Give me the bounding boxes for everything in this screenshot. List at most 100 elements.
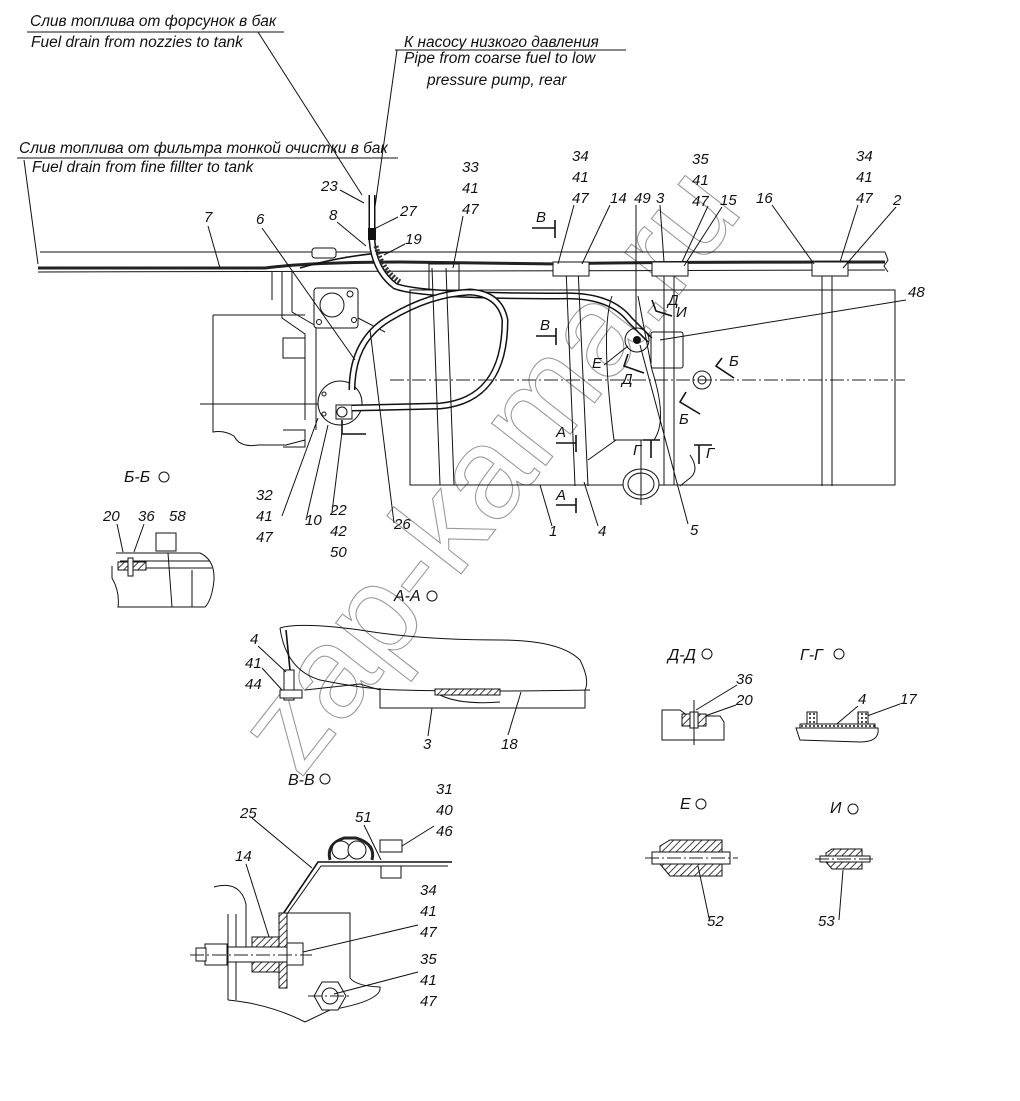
label-41: 41 [856,169,873,186]
label-5: 5 [690,522,699,539]
label-41: 41 [420,972,437,989]
label-48: 48 [908,284,925,301]
label-34: 34 [856,148,873,165]
part-labels-top: 23 8 27 19 7 6 33 41 47 34 41 47 14 49 3 [204,148,925,361]
label-20: 20 [102,508,120,525]
label-25: 25 [239,805,257,822]
label-47: 47 [256,529,273,546]
label-4: 4 [598,523,606,540]
tank-strap-3 [651,261,689,485]
label-36: 36 [736,671,753,688]
callout-drain-nozzles: Слив топлива от форсунок в бак Fuel drai… [27,13,363,196]
callout-pump: К насосу низкого давления Pipe from coar… [371,34,626,229]
section-i-title: И [830,800,842,817]
section-gg: Г-Г 4 17 [795,647,917,743]
label-23: 23 [320,178,338,195]
callout-drain-filter: Слив топлива от фильтра тонкой очистки в… [17,140,398,265]
label-27: 27 [399,203,417,220]
section-e-title: Е [680,796,691,813]
mark-b-right: Б [729,353,739,370]
label-41: 41 [420,903,437,920]
label-41: 41 [572,169,589,186]
label-16: 16 [756,190,773,207]
label-19: 19 [405,231,422,248]
mark-v-top: В [536,209,546,226]
callout-pump-ru: К насосу низкого давления [404,34,599,51]
mark-g-left: Г [633,442,643,459]
label-41: 41 [692,172,709,189]
mark-v-left: В [540,317,550,334]
label-33: 33 [462,159,479,176]
label-18: 18 [501,736,518,753]
callout-drain-filter-en: Fuel drain from fine fillter to tank [32,159,255,176]
mark-b-lower: Б [679,411,689,428]
label-47: 47 [856,190,873,207]
label-41: 41 [256,508,273,525]
label-35: 35 [420,951,437,968]
label-3: 3 [656,190,665,207]
label-47: 47 [572,190,589,207]
callout-drain-filter-ru: Слив топлива от фильтра тонкой очистки в… [19,140,388,157]
section-bb: Б-Б 20 36 58 [102,469,215,608]
label-20: 20 [735,692,753,709]
label-4: 4 [250,631,258,648]
label-17: 17 [900,691,917,708]
mark-a-bottom: А [555,487,566,504]
main-view: В В А А Д И Е Д Б Б Г Г 23 [37,148,925,561]
part-labels-bottom: 32 41 47 10 22 42 50 26 1 4 5 [256,329,699,561]
callout-drain-nozzles-en: Fuel drain from nozzies to tank [31,34,244,51]
section-aa: А-А 4 41 44 3 18 [245,588,591,753]
callout-pump-en-2: pressure pump, rear [426,72,567,89]
section-dd: Д-Д 36 20 [661,647,753,745]
tank-strap-1 [428,263,460,486]
label-3: 3 [423,736,432,753]
label-14: 14 [610,190,627,207]
label-41: 41 [245,655,262,672]
label-1: 1 [549,523,557,540]
mark-a-top: А [555,424,566,441]
section-gg-title: Г-Г [800,647,824,664]
callout-pump-en-1: Pipe from coarse fuel to low [404,50,597,67]
section-aa-title: А-А [393,588,421,605]
label-34: 34 [572,148,589,165]
label-6: 6 [256,211,265,228]
label-35: 35 [692,151,709,168]
label-49: 49 [634,190,651,207]
label-36: 36 [138,508,155,525]
label-41: 41 [462,180,479,197]
label-40: 40 [436,802,453,819]
section-vv: В-В 31 40 46 51 25 14 [190,772,453,1023]
callout-drain-nozzles-ru: Слив топлива от форсунок в бак [30,13,277,30]
label-2: 2 [892,192,902,209]
section-dd-title: Д-Д [666,647,696,664]
section-marks: В В А А Д И Е Д Б Б Г Г [532,209,739,513]
section-i: И 53 [815,800,875,930]
mark-d-top: Д [666,292,679,309]
label-51: 51 [355,809,372,826]
label-44: 44 [245,676,262,693]
label-22: 22 [329,502,347,519]
label-15: 15 [720,192,737,209]
label-26: 26 [393,516,411,533]
mark-i: И [676,304,687,321]
label-31: 31 [436,781,453,798]
label-7: 7 [204,209,213,226]
section-e: Е 52 [645,796,738,930]
tank-strap-4 [811,261,849,486]
label-32: 32 [256,487,273,504]
label-52: 52 [707,913,724,930]
label-46: 46 [436,823,453,840]
label-14: 14 [235,848,252,865]
label-50: 50 [330,544,347,561]
label-47: 47 [420,993,437,1010]
tank-strap-2 [552,261,590,487]
label-58: 58 [169,508,186,525]
section-bb-title: Б-Б [124,469,150,486]
label-53: 53 [818,913,835,930]
mark-e: Е [592,355,603,372]
label-47: 47 [692,193,709,210]
label-34: 34 [420,882,437,899]
label-42: 42 [330,523,347,540]
label-10: 10 [305,512,322,529]
